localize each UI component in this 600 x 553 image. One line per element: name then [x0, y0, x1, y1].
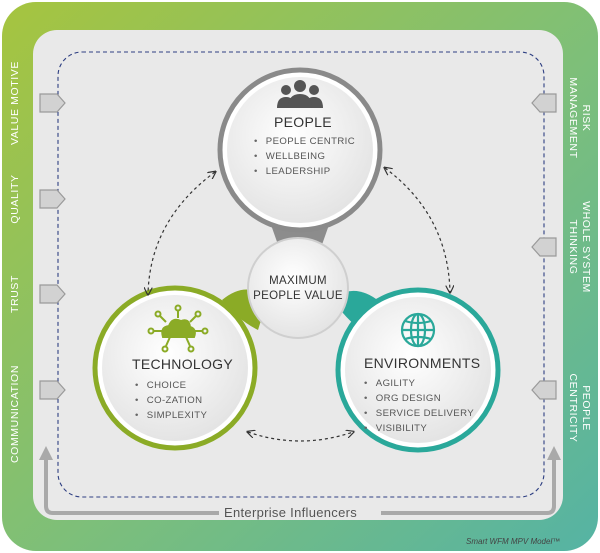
right-label-line: MANAGEMENT — [567, 77, 579, 159]
people-technology-arrow — [148, 172, 215, 294]
technology-title: TECHNOLOGY — [132, 356, 234, 372]
left-label-quality: QUALITY — [9, 174, 21, 224]
right-label-line: RISK — [580, 104, 592, 132]
influencer-arrow-right-head — [547, 446, 561, 460]
enterprise-influencers-label: Enterprise Influencers — [224, 505, 358, 520]
center-label: MAXIMUM PEOPLE VALUE — [248, 274, 348, 304]
people-environments-arrow — [385, 168, 450, 292]
left-label-trust: TRUST — [9, 275, 21, 313]
people-group-icon — [277, 80, 323, 108]
right-label-line: WHOLE SYSTEM — [580, 201, 592, 293]
influencer-arrow — [44, 458, 556, 515]
list-item: AGILITY — [364, 376, 474, 391]
list-item: PEOPLE CENTRIC — [254, 134, 355, 149]
left-label-communication: COMMUNICATION — [9, 364, 21, 464]
center-disc — [247, 237, 349, 339]
right-tab-risk-management — [531, 93, 557, 113]
right-tab-whole-system — [531, 237, 557, 257]
cloud-network-icon — [147, 304, 209, 353]
right-tab-people-centricity — [531, 380, 557, 400]
people-list: PEOPLE CENTRIC WELLBEING LEADERSHIP — [254, 134, 355, 179]
list-item: CHOICE — [135, 378, 207, 393]
right-label-line: THINKING — [567, 219, 579, 275]
center-line: PEOPLE VALUE — [253, 290, 343, 302]
list-item: SIMPLEXITY — [135, 408, 207, 423]
people-title: PEOPLE — [274, 114, 332, 130]
influencer-arrow-left-head — [39, 446, 53, 460]
left-label-value-motive: VALUE MOTIVE — [9, 60, 21, 146]
right-label-risk-management: RISK MANAGEMENT — [566, 77, 592, 158]
globe-icon — [400, 312, 436, 348]
list-item: SERVICE DELIVERY — [364, 406, 474, 421]
list-item: WELLBEING — [254, 149, 355, 164]
center-line: MAXIMUM — [269, 275, 327, 287]
environments-list: AGILITY ORG DESIGN SERVICE DELIVERY VISI… — [364, 376, 474, 436]
left-tab-communication — [39, 380, 66, 400]
model-name: Smart WFM MPV Model™ — [466, 537, 561, 546]
technology-list: CHOICE CO-ZATION SIMPLEXITY — [135, 378, 207, 423]
list-item: LEADERSHIP — [254, 164, 355, 179]
list-item: VISIBILITY — [364, 421, 474, 436]
list-item: ORG DESIGN — [364, 391, 474, 406]
right-label-line: PEOPLE — [580, 385, 592, 431]
right-label-people-centricity: PEOPLE CENTRICITY — [566, 374, 592, 443]
left-tab-quality — [39, 189, 66, 209]
left-tab-value-motive — [39, 93, 66, 113]
list-item: CO-ZATION — [135, 393, 207, 408]
environments-title: ENVIRONMENTS — [364, 355, 481, 371]
dashed-boundary — [57, 51, 545, 498]
right-label-whole-system-thinking: WHOLE SYSTEM THINKING — [566, 201, 592, 293]
left-tab-trust — [39, 284, 66, 304]
right-label-line: CENTRICITY — [567, 373, 579, 443]
